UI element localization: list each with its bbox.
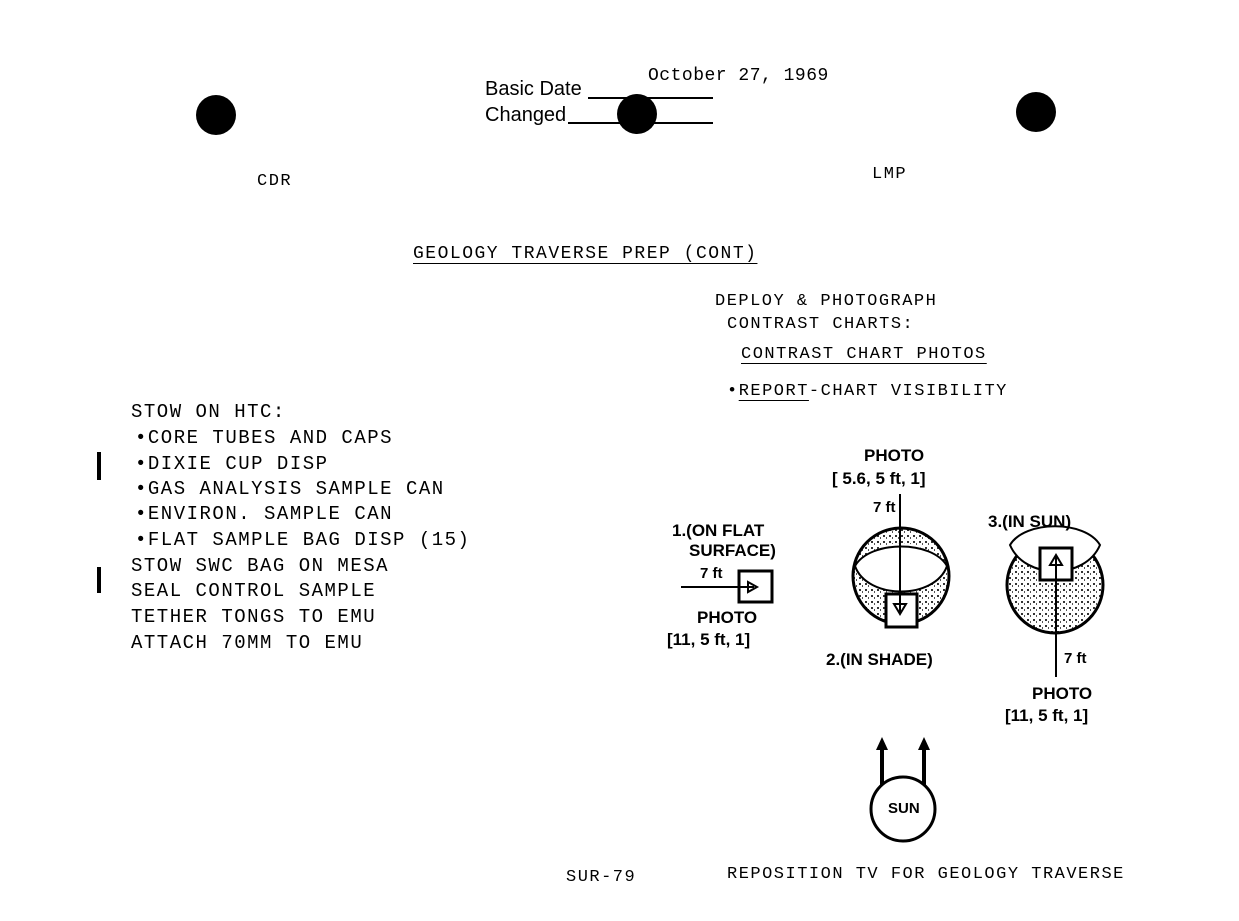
pos3-label: 3.(IN SUN) [988,512,1072,531]
pos3-distance: 7 ft [1064,650,1087,667]
basic-date-line [588,97,713,99]
column-lmp: LMP [872,165,908,184]
change-bar-2 [97,567,101,593]
report-chart-visibility: •REPORT-CHART VISIBILITY [727,383,1008,400]
binder-hole-right [1016,92,1056,132]
pos1-photo: PHOTO [697,608,758,627]
pos1-distance: 7 ft [700,565,723,582]
basic-date-value: October 27, 1969 [648,66,829,86]
cdr-item: STOW SWC BAG ON MESA [131,555,390,577]
cdr-item: ATTACH 70MM TO EMU [131,632,364,654]
column-cdr: CDR [257,172,293,191]
pos3-settings: [11, 5 ft, 1] [1005,706,1089,725]
pos2-settings: [ 5.6, 5 ft, 1] [832,469,926,488]
pos1-settings: [11, 5 ft, 1] [667,630,751,649]
cdr-item: •DIXIE CUP DISP [135,453,329,475]
change-bar-1 [97,452,101,480]
contrast-chart-heading: CONTRAST CHART PHOTOS [741,345,987,364]
pos1-label-1: 1.(ON FLAT [672,521,765,540]
cdr-item: TETHER TONGS TO EMU [131,606,377,628]
bullet: • [727,382,739,401]
sun-circle [869,775,937,843]
pos2-distance: 7 ft [873,499,896,516]
cdr-item: •FLAT SAMPLE BAG DISP (15) [135,529,471,551]
cdr-item: •ENVIRON. SAMPLE CAN [135,503,394,525]
basic-date-label: Basic Date [485,78,582,100]
sun-label: SUN [888,800,920,817]
cdr-item: STOW ON HTC: [131,401,286,423]
cdr-item: SEAL CONTROL SAMPLE [131,580,377,602]
shade-crater-chart [851,494,951,629]
sun-crater-chart [1005,525,1105,677]
report-rest: -CHART VISIBILITY [808,382,1008,401]
report-word: REPORT [738,382,809,401]
deploy-line-2: CONTRAST CHARTS: [727,315,915,334]
footer-note: REPOSITION TV FOR GEOLOGY TRAVERSE [727,865,1125,884]
binder-hole-center [617,94,657,134]
pos3-photo: PHOTO [1032,684,1093,703]
pos1-label-2: SURFACE) [689,541,776,560]
pos2-label: 2.(IN SHADE) [826,650,933,669]
deploy-line-1: DEPLOY & PHOTOGRAPH [715,292,938,311]
changed-label: Changed [485,104,567,126]
flat-surface-chart [681,569,774,604]
pos2-photo: PHOTO [864,446,925,465]
sun-arrows [869,737,937,843]
cdr-item: •GAS ANALYSIS SAMPLE CAN [135,478,445,500]
binder-hole-left [196,95,236,135]
cdr-item: •CORE TUBES AND CAPS [135,427,394,449]
changed-line [568,122,713,124]
page-id: SUR-79 [566,868,637,887]
section-title: GEOLOGY TRAVERSE PREP (CONT) [413,244,758,264]
